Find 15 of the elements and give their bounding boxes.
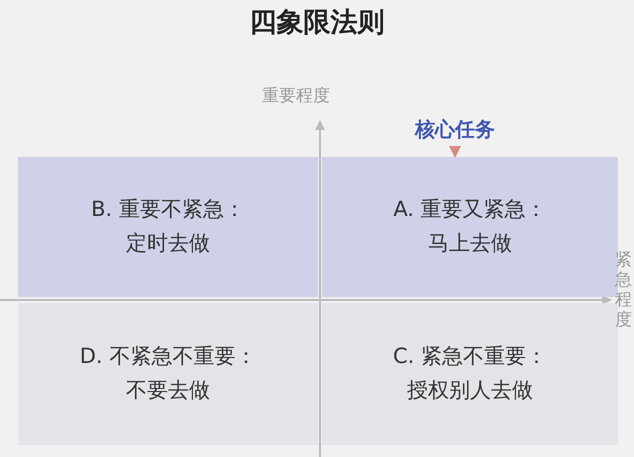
quadrant-heading: D. 不紧急不重要： (80, 343, 256, 370)
axis-label: 紧急程度 (615, 250, 633, 330)
quadrant-action: 授权别人去做 (407, 377, 533, 404)
quadrant-box (18, 303, 318, 445)
quadrant-heading: A. 重要又紧急： (393, 196, 547, 224)
quadrant-heading: B. 重要不紧急： (91, 196, 245, 224)
quadrant-action: 不要去做 (126, 377, 210, 404)
callout-label: 核心任务 (395, 112, 515, 146)
quadrant-action: 马上去做 (428, 230, 512, 257)
quadrant-heading: C. 紧急不重要： (392, 343, 547, 370)
quadrant-action: 定时去做 (126, 230, 210, 257)
arrow (449, 146, 461, 158)
axis-label: 重要程度 (262, 85, 330, 107)
quadrant-box (18, 157, 318, 297)
title: 四象限法则 (248, 6, 386, 40)
